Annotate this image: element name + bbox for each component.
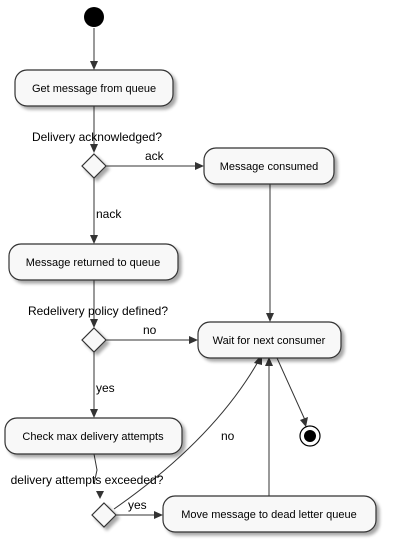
decision-delivery-acknowledged-label: Delivery acknowledged? [32, 130, 162, 144]
node-get-message: Get message from queue [14, 69, 174, 107]
node-get-message-label: Get message from queue [32, 83, 156, 95]
node-message-consumed: Message consumed [203, 147, 335, 185]
start-node [84, 7, 104, 27]
decision-redelivery-policy-label: Redelivery policy defined? [28, 304, 168, 318]
node-wait-next-consumer-label: Wait for next consumer [213, 335, 326, 347]
edge-dead-letter-to-wait [265, 357, 273, 496]
node-message-returned: Message returned to queue [8, 243, 179, 281]
edge-label-nack: nack [96, 207, 122, 221]
edge-label-policy-yes: yes [96, 381, 115, 395]
node-check-max-attempts: Check max delivery attempts [4, 417, 183, 455]
edge-label-exceeded-no: no [221, 429, 235, 443]
node-message-consumed-label: Message consumed [220, 161, 318, 173]
edges [90, 28, 308, 519]
decision-redelivery-policy: Redelivery policy defined? [28, 304, 168, 353]
end-node [299, 425, 321, 447]
edge-wait-to-end [276, 357, 308, 427]
edge-start-to-get-message [90, 28, 98, 70]
edge-consumed-to-wait [266, 184, 274, 322]
decision-attempts-exceeded-label: delivery attempts exceeded? [11, 473, 164, 487]
node-message-returned-label: Message returned to queue [26, 257, 161, 269]
node-move-dead-letter: Move message to dead letter queue [162, 495, 377, 533]
edge-label-ack: ack [145, 149, 165, 163]
edge-policy-no-to-wait [106, 336, 198, 344]
edge-policy-yes-to-check-attempts [90, 352, 98, 418]
edge-get-message-to-ack-decision [90, 106, 98, 153]
node-wait-next-consumer: Wait for next consumer [197, 321, 342, 359]
edge-check-to-exceeded-decision [93, 453, 104, 499]
node-move-dead-letter-label: Move message to dead letter queue [181, 509, 357, 521]
edge-nack-to-message-returned [90, 178, 98, 244]
edge-label-exceeded-yes: yes [128, 498, 147, 512]
edge-exceeded-yes-to-dead-letter [116, 511, 163, 519]
edge-ack-to-message-consumed [106, 162, 204, 170]
decision-attempts-exceeded: delivery attempts exceeded? [11, 473, 164, 528]
node-check-max-attempts-label: Check max delivery attempts [22, 431, 164, 443]
edge-returned-to-policy-decision [90, 280, 98, 328]
edge-label-policy-no: no [143, 323, 157, 337]
decision-delivery-acknowledged: Delivery acknowledged? [32, 130, 162, 179]
